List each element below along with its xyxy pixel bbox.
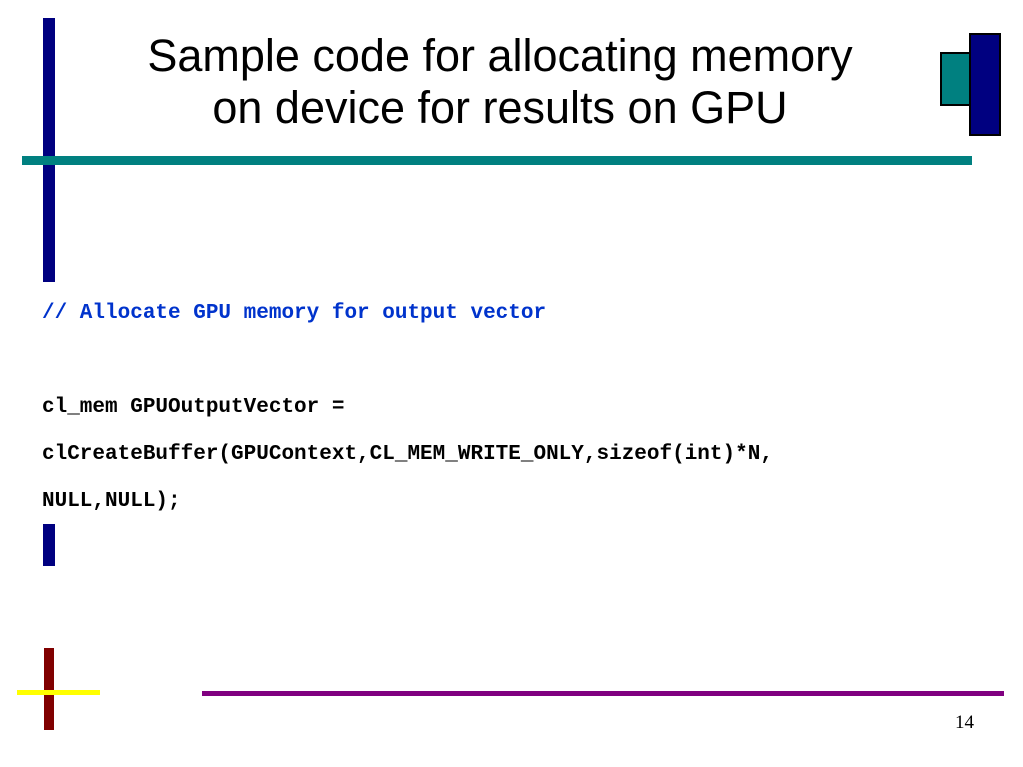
code-line-declaration: cl_mem GPUOutputVector = bbox=[42, 396, 345, 419]
title-divider-rule bbox=[22, 156, 972, 165]
slide-title: Sample code for allocating memory on dev… bbox=[80, 30, 920, 134]
page-number: 14 bbox=[955, 712, 974, 733]
code-line-arguments-end: NULL,NULL); bbox=[42, 490, 181, 513]
bullet-marker-bar bbox=[43, 524, 55, 566]
footer-cross-vertical bbox=[44, 648, 54, 730]
code-line-create-buffer: clCreateBuffer(GPUContext,CL_MEM_WRITE_O… bbox=[42, 443, 773, 466]
code-comment: // Allocate GPU memory for output vector bbox=[42, 302, 547, 325]
corner-decoration-navy-bar bbox=[969, 33, 1001, 136]
slide-title-line-1: Sample code for allocating memory bbox=[147, 30, 853, 81]
footer-cross-horizontal bbox=[17, 690, 100, 695]
left-accent-bar bbox=[43, 18, 55, 282]
slide-title-line-2: on device for results on GPU bbox=[212, 82, 788, 133]
footer-divider-rule bbox=[202, 691, 1004, 696]
